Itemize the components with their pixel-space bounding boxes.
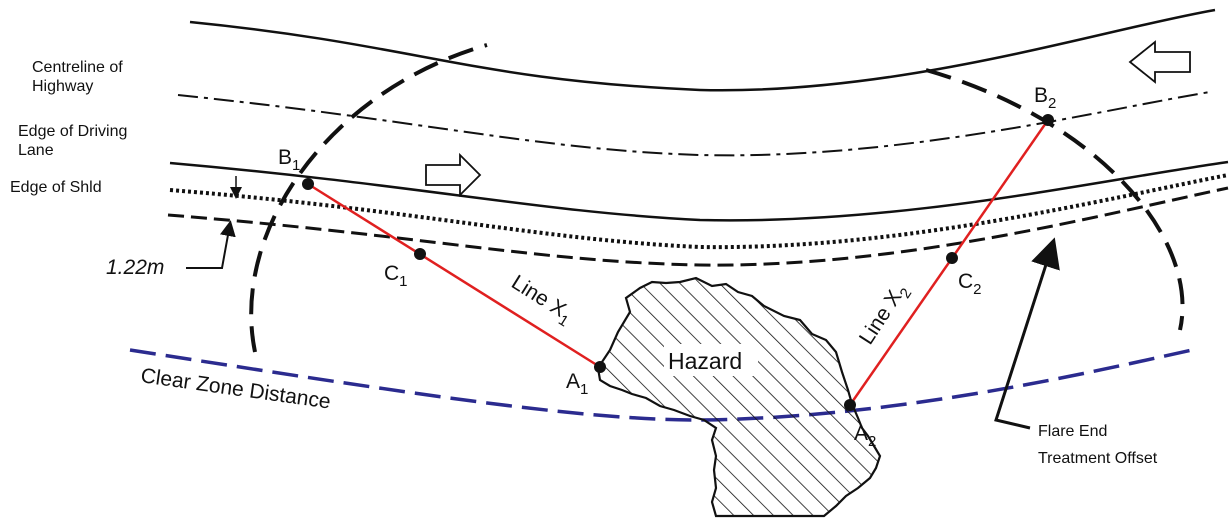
dim-leader — [186, 220, 236, 269]
label-line-x1: Line X1 — [505, 271, 577, 331]
centreline-label-line1: Centreline of — [32, 59, 123, 76]
line-x1 — [307, 182, 601, 369]
point-c1 — [414, 248, 426, 260]
point-a2 — [844, 399, 856, 411]
point-a1 — [594, 361, 606, 373]
centreline-of-highway — [177, 91, 1211, 157]
traffic-direction-right-arrow-icon — [425, 152, 482, 198]
label-a2: A2 — [854, 422, 876, 450]
point-b2 — [1042, 114, 1054, 126]
point-c2 — [946, 252, 958, 264]
arc-left — [249, 43, 488, 353]
flare-label-line2: Treatment Offset — [1038, 450, 1158, 467]
label-b1: B1 — [278, 146, 300, 174]
flare-label-line1: Flare End — [1038, 423, 1107, 440]
centreline-label-line2: Highway — [32, 78, 93, 95]
label-a1: A1 — [566, 370, 588, 398]
outer-edge-line — [189, 8, 1216, 92]
hazard-label-bg — [664, 344, 758, 376]
offset-dimension-label: 1.22m — [106, 256, 164, 279]
edge-driving-label-line1: Edge of Driving — [18, 123, 127, 140]
label-c2: C2 — [958, 270, 982, 298]
hazard-label: Hazard — [668, 348, 742, 374]
clear-zone-distance-line — [129, 348, 1193, 422]
edge-of-driving-lane — [169, 160, 1229, 222]
edge-shld-label: Edge of Shld — [10, 179, 102, 196]
clear-zone-label: Clear Zone Distance — [139, 364, 332, 413]
point-b1 — [302, 178, 314, 190]
traffic-direction-left-arrow-icon — [1128, 40, 1191, 84]
edge-of-shoulder — [169, 173, 1229, 250]
flare-pointer — [994, 237, 1060, 430]
edge-driving-label-line2: Lane — [18, 142, 54, 159]
label-c1: C1 — [384, 262, 408, 290]
hazard-area — [596, 276, 882, 518]
label-b2: B2 — [1034, 84, 1056, 112]
flare-offset-line — [167, 186, 1229, 267]
arc-right — [925, 68, 1185, 331]
label-line-x2: Line X2 — [855, 279, 915, 351]
